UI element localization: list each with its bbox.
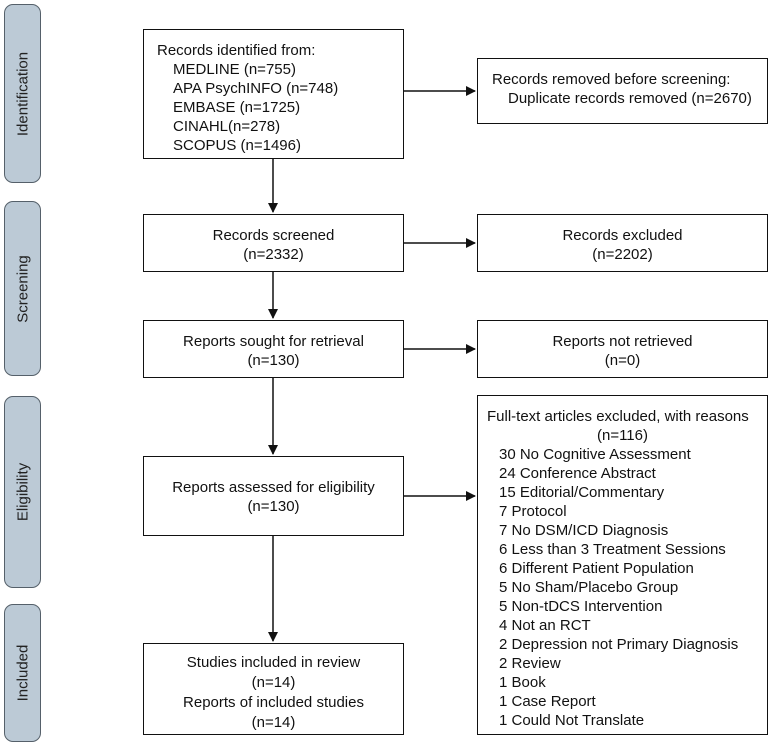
records-identified-title: Records identified from: xyxy=(157,42,316,59)
exclusion-reason: 1 Could Not Translate xyxy=(499,712,645,729)
fulltext-excluded-box: Full-text articles excluded, with reason… xyxy=(477,395,768,735)
fulltext-excluded-title: Full-text articles excluded, with reason… xyxy=(487,408,749,425)
reports-assessed-count: (n=130) xyxy=(247,498,300,515)
exclusion-reason: 24 Conference Abstract xyxy=(499,465,656,482)
exclusion-reason: 1 Book xyxy=(499,674,546,691)
records-removed-box: Records removed before screening: Duplic… xyxy=(477,58,768,124)
reports-included-count: (n=14) xyxy=(251,714,296,731)
exclusion-reason: 7 Protocol xyxy=(499,503,567,520)
exclusion-reason: 7 No DSM/ICD Diagnosis xyxy=(499,522,669,539)
records-screened-title: Records screened xyxy=(212,227,335,244)
reports-included-title: Reports of included studies xyxy=(183,694,364,711)
phase-identification-label: Identification xyxy=(14,51,31,136)
exclusion-reason: 6 Different Patient Population xyxy=(499,560,694,577)
records-excluded-box: Records excluded (n=2202) xyxy=(477,214,768,272)
studies-included-count: (n=14) xyxy=(251,674,296,691)
studies-included-box: Studies included in review (n=14) Report… xyxy=(143,643,404,735)
exclusion-reason: 15 Editorial/Commentary xyxy=(499,484,665,501)
reports-not-retrieved-count: (n=0) xyxy=(604,352,641,369)
phase-eligibility-label: Eligibility xyxy=(14,462,31,522)
exclusion-reasons-list: 30 No Cognitive Assessment 24 Conference… xyxy=(478,445,767,730)
exclusion-reason: 6 Less than 3 Treatment Sessions xyxy=(499,541,726,558)
phase-screening: Screening xyxy=(4,201,41,376)
studies-included-title: Studies included in review xyxy=(186,654,361,671)
exclusion-reason: 5 Non-tDCS Intervention xyxy=(499,598,663,615)
reports-not-retrieved-title: Reports not retrieved xyxy=(552,333,693,350)
phase-screening-label: Screening xyxy=(14,254,31,323)
exclusion-reason: 2 Review xyxy=(499,655,561,672)
source-scopus: SCOPUS (n=1496) xyxy=(173,137,301,154)
source-cinahl: CINAHL(n=278) xyxy=(173,118,281,135)
exclusion-reason: 30 No Cognitive Assessment xyxy=(499,446,691,463)
reports-assessed-box: Reports assessed for eligibility (n=130) xyxy=(143,456,404,536)
phase-identification: Identification xyxy=(4,4,41,183)
records-screened-box: Records screened (n=2332) xyxy=(143,214,404,272)
source-embase: EMBASE (n=1725) xyxy=(173,99,301,116)
exclusion-reason: 5 No Sham/Placebo Group xyxy=(499,579,679,596)
records-excluded-title: Records excluded xyxy=(562,227,683,244)
source-medline: MEDLINE (n=755) xyxy=(173,61,296,78)
exclusion-reason: 2 Depression not Primary Diagnosis xyxy=(499,636,739,653)
fulltext-excluded-count: (n=116) xyxy=(596,427,648,444)
source-apa-psychinfo: APA PsychINFO (n=748) xyxy=(173,80,339,97)
records-removed-title: Records removed before screening: xyxy=(492,71,731,88)
records-identified-box: Records identified from: MEDLINE (n=755)… xyxy=(143,29,404,159)
duplicates-removed: Duplicate records removed (n=2670) xyxy=(508,90,752,107)
phase-eligibility: Eligibility xyxy=(4,396,41,588)
phase-included-label: Included xyxy=(14,644,31,702)
reports-sought-box: Reports sought for retrieval (n=130) xyxy=(143,320,404,378)
reports-assessed-title: Reports assessed for eligibility xyxy=(172,479,375,496)
exclusion-reason: 4 Not an RCT xyxy=(499,617,591,634)
phase-included: Included xyxy=(4,604,41,742)
records-screened-count: (n=2332) xyxy=(243,246,304,263)
reports-sought-count: (n=130) xyxy=(247,352,300,369)
reports-not-retrieved-box: Reports not retrieved (n=0) xyxy=(477,320,768,378)
records-excluded-count: (n=2202) xyxy=(592,246,653,263)
reports-sought-title: Reports sought for retrieval xyxy=(183,333,364,350)
exclusion-reason: 1 Case Report xyxy=(499,693,596,710)
